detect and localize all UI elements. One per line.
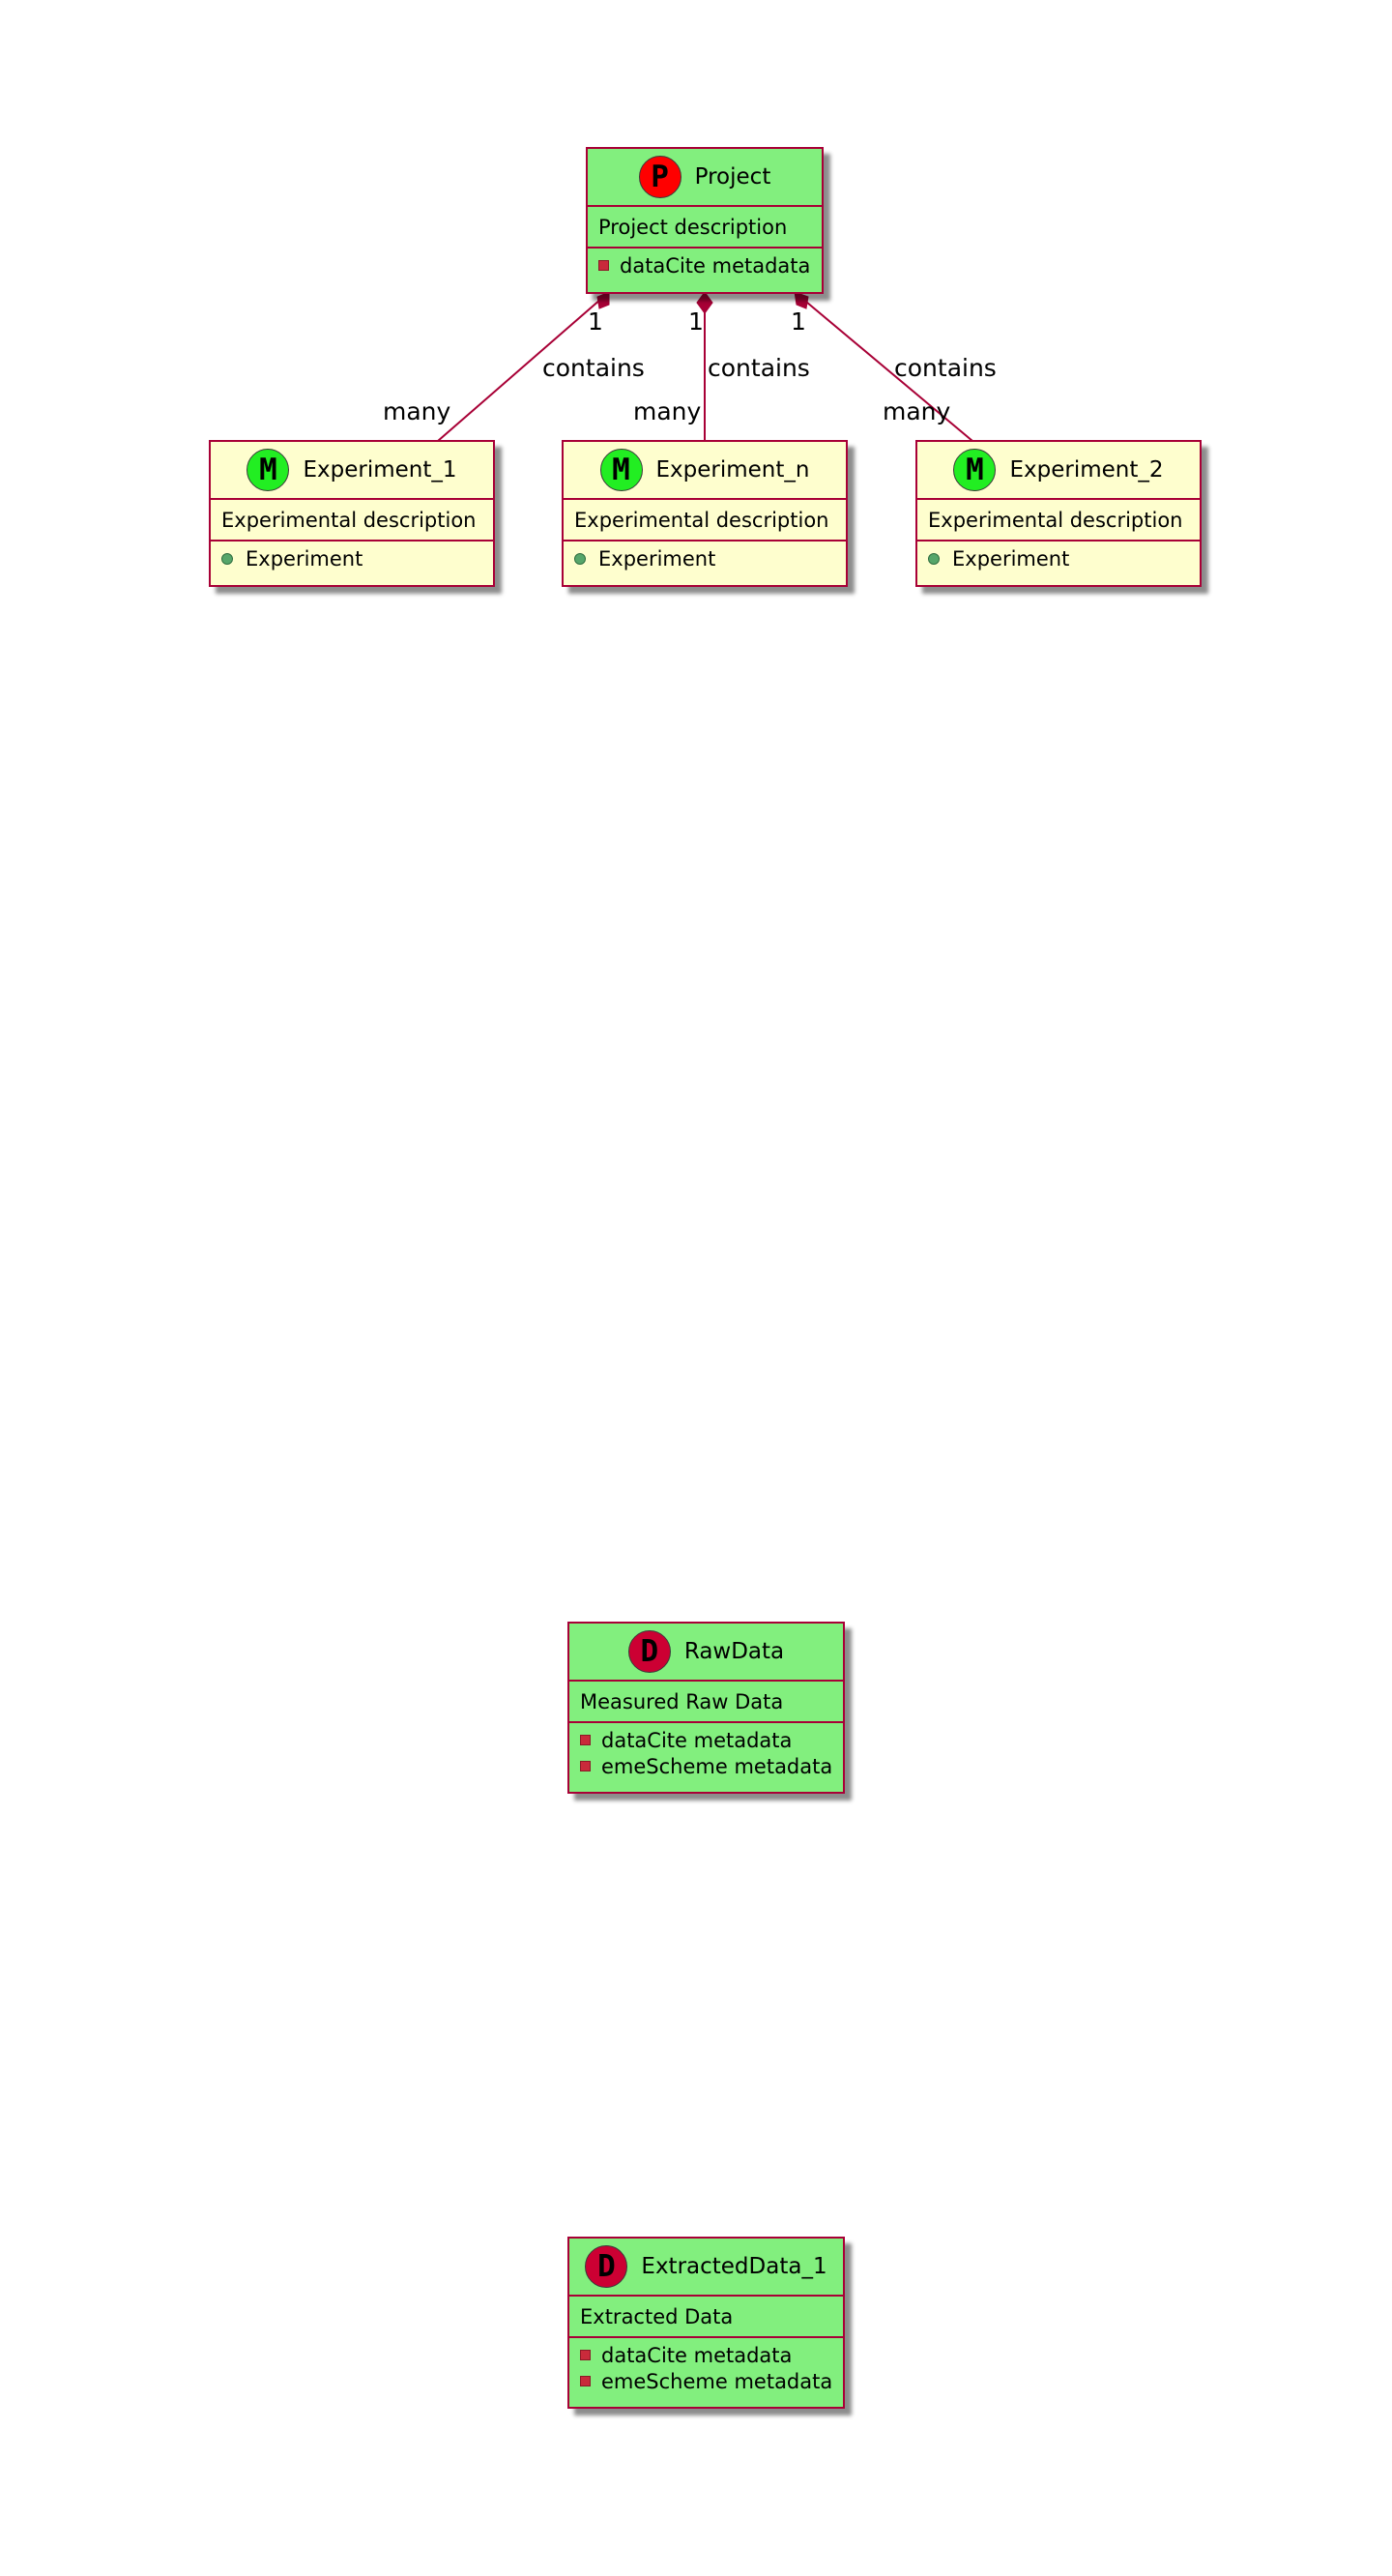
class-description: Experimental description: [211, 500, 493, 542]
relation-line-experiment-1: [437, 291, 610, 442]
class-attributes: dataCite metadata emeScheme metadata: [569, 2338, 843, 2400]
public-attribute: Experiment: [221, 545, 493, 571]
stereotype-p-icon: P: [638, 156, 682, 198]
attribute-name: Experiment: [952, 546, 1070, 571]
target-multiplicity-experiment-n: many: [633, 397, 702, 425]
class-header: D ExtractedData_1: [569, 2239, 843, 2297]
class-project: P Project Project description dataCite m…: [586, 147, 824, 294]
class-attributes: Experiment: [211, 542, 493, 577]
class-header: M Experiment_2: [917, 442, 1200, 500]
public-visibility-icon: [221, 552, 233, 565]
private-visibility-icon: [580, 1735, 591, 1745]
class-experiment-n: M Experiment_n Experimental description …: [562, 440, 848, 587]
class-header: M Experiment_n: [564, 442, 846, 500]
composition-diamond-experiment-n: [696, 291, 713, 314]
class-header: M Experiment_1: [211, 442, 493, 500]
private-visibility-icon: [580, 2350, 591, 2360]
private-visibility-icon: [580, 2376, 591, 2386]
public-attribute: Experiment: [928, 545, 1200, 571]
relation-label-experiment-1: contains: [542, 354, 645, 382]
class-attributes: dataCite metadata: [588, 249, 822, 284]
class-name: Experiment_n: [655, 457, 810, 483]
stereotype-m-icon: M: [246, 449, 290, 491]
private-visibility-icon: [580, 1761, 591, 1771]
class-name: RawData: [683, 1639, 785, 1664]
attribute-name: emeScheme metadata: [601, 1754, 833, 1778]
attribute-name: Experiment: [598, 546, 716, 571]
relation-label-experiment-2: contains: [894, 354, 997, 382]
private-attribute: emeScheme metadata: [580, 1753, 843, 1779]
stereotype-d-icon: D: [627, 1630, 671, 1673]
source-multiplicity-experiment-2: 1: [791, 307, 806, 336]
class-attributes: Experiment: [917, 542, 1200, 577]
class-name: Experiment_2: [1009, 457, 1164, 483]
class-extracted-data-1: D ExtractedData_1 Extracted Data dataCit…: [567, 2237, 845, 2409]
source-multiplicity-experiment-1: 1: [588, 307, 603, 336]
class-description: Experimental description: [564, 500, 846, 542]
class-description: Project description: [588, 207, 822, 249]
class-description: Measured Raw Data: [569, 1682, 843, 1723]
private-attribute: dataCite metadata: [598, 252, 822, 278]
class-experiment-2: M Experiment_2 Experimental description …: [915, 440, 1202, 587]
attribute-name: dataCite metadata: [601, 1728, 793, 1752]
class-name: Project: [694, 164, 771, 190]
attribute-name: Experiment: [246, 546, 363, 571]
private-attribute: dataCite metadata: [580, 1727, 843, 1753]
class-name: Experiment_1: [303, 457, 457, 483]
attribute-name: emeScheme metadata: [601, 2369, 833, 2393]
private-attribute: emeScheme metadata: [580, 2368, 843, 2394]
public-visibility-icon: [574, 552, 586, 565]
attribute-name: dataCite metadata: [620, 253, 811, 278]
target-multiplicity-experiment-2: many: [883, 397, 951, 425]
class-raw-data: D RawData Measured Raw Data dataCite met…: [567, 1622, 845, 1794]
stereotype-d-icon: D: [585, 2245, 628, 2288]
class-attributes: Experiment: [564, 542, 846, 577]
public-visibility-icon: [928, 552, 940, 565]
composition-diamond-experiment-1: [596, 291, 610, 309]
private-attribute: dataCite metadata: [580, 2342, 843, 2368]
class-name: ExtractedData_1: [641, 2254, 827, 2279]
class-header: D RawData: [569, 1624, 843, 1682]
class-header: P Project: [588, 149, 822, 207]
public-attribute: Experiment: [574, 545, 846, 571]
class-attributes: dataCite metadata emeScheme metadata: [569, 1723, 843, 1785]
relation-line-experiment-2: [794, 291, 973, 442]
private-visibility-icon: [598, 260, 609, 271]
relation-label-experiment-n: contains: [708, 354, 810, 382]
class-description: Experimental description: [917, 500, 1200, 542]
source-multiplicity-experiment-n: 1: [688, 307, 704, 336]
class-description: Extracted Data: [569, 2297, 843, 2338]
class-experiment-1: M Experiment_1 Experimental description …: [209, 440, 495, 587]
stereotype-m-icon: M: [599, 449, 643, 491]
composition-diamond-experiment-2: [794, 291, 809, 309]
target-multiplicity-experiment-1: many: [383, 397, 451, 425]
stereotype-m-icon: M: [953, 449, 997, 491]
attribute-name: dataCite metadata: [601, 2343, 793, 2367]
